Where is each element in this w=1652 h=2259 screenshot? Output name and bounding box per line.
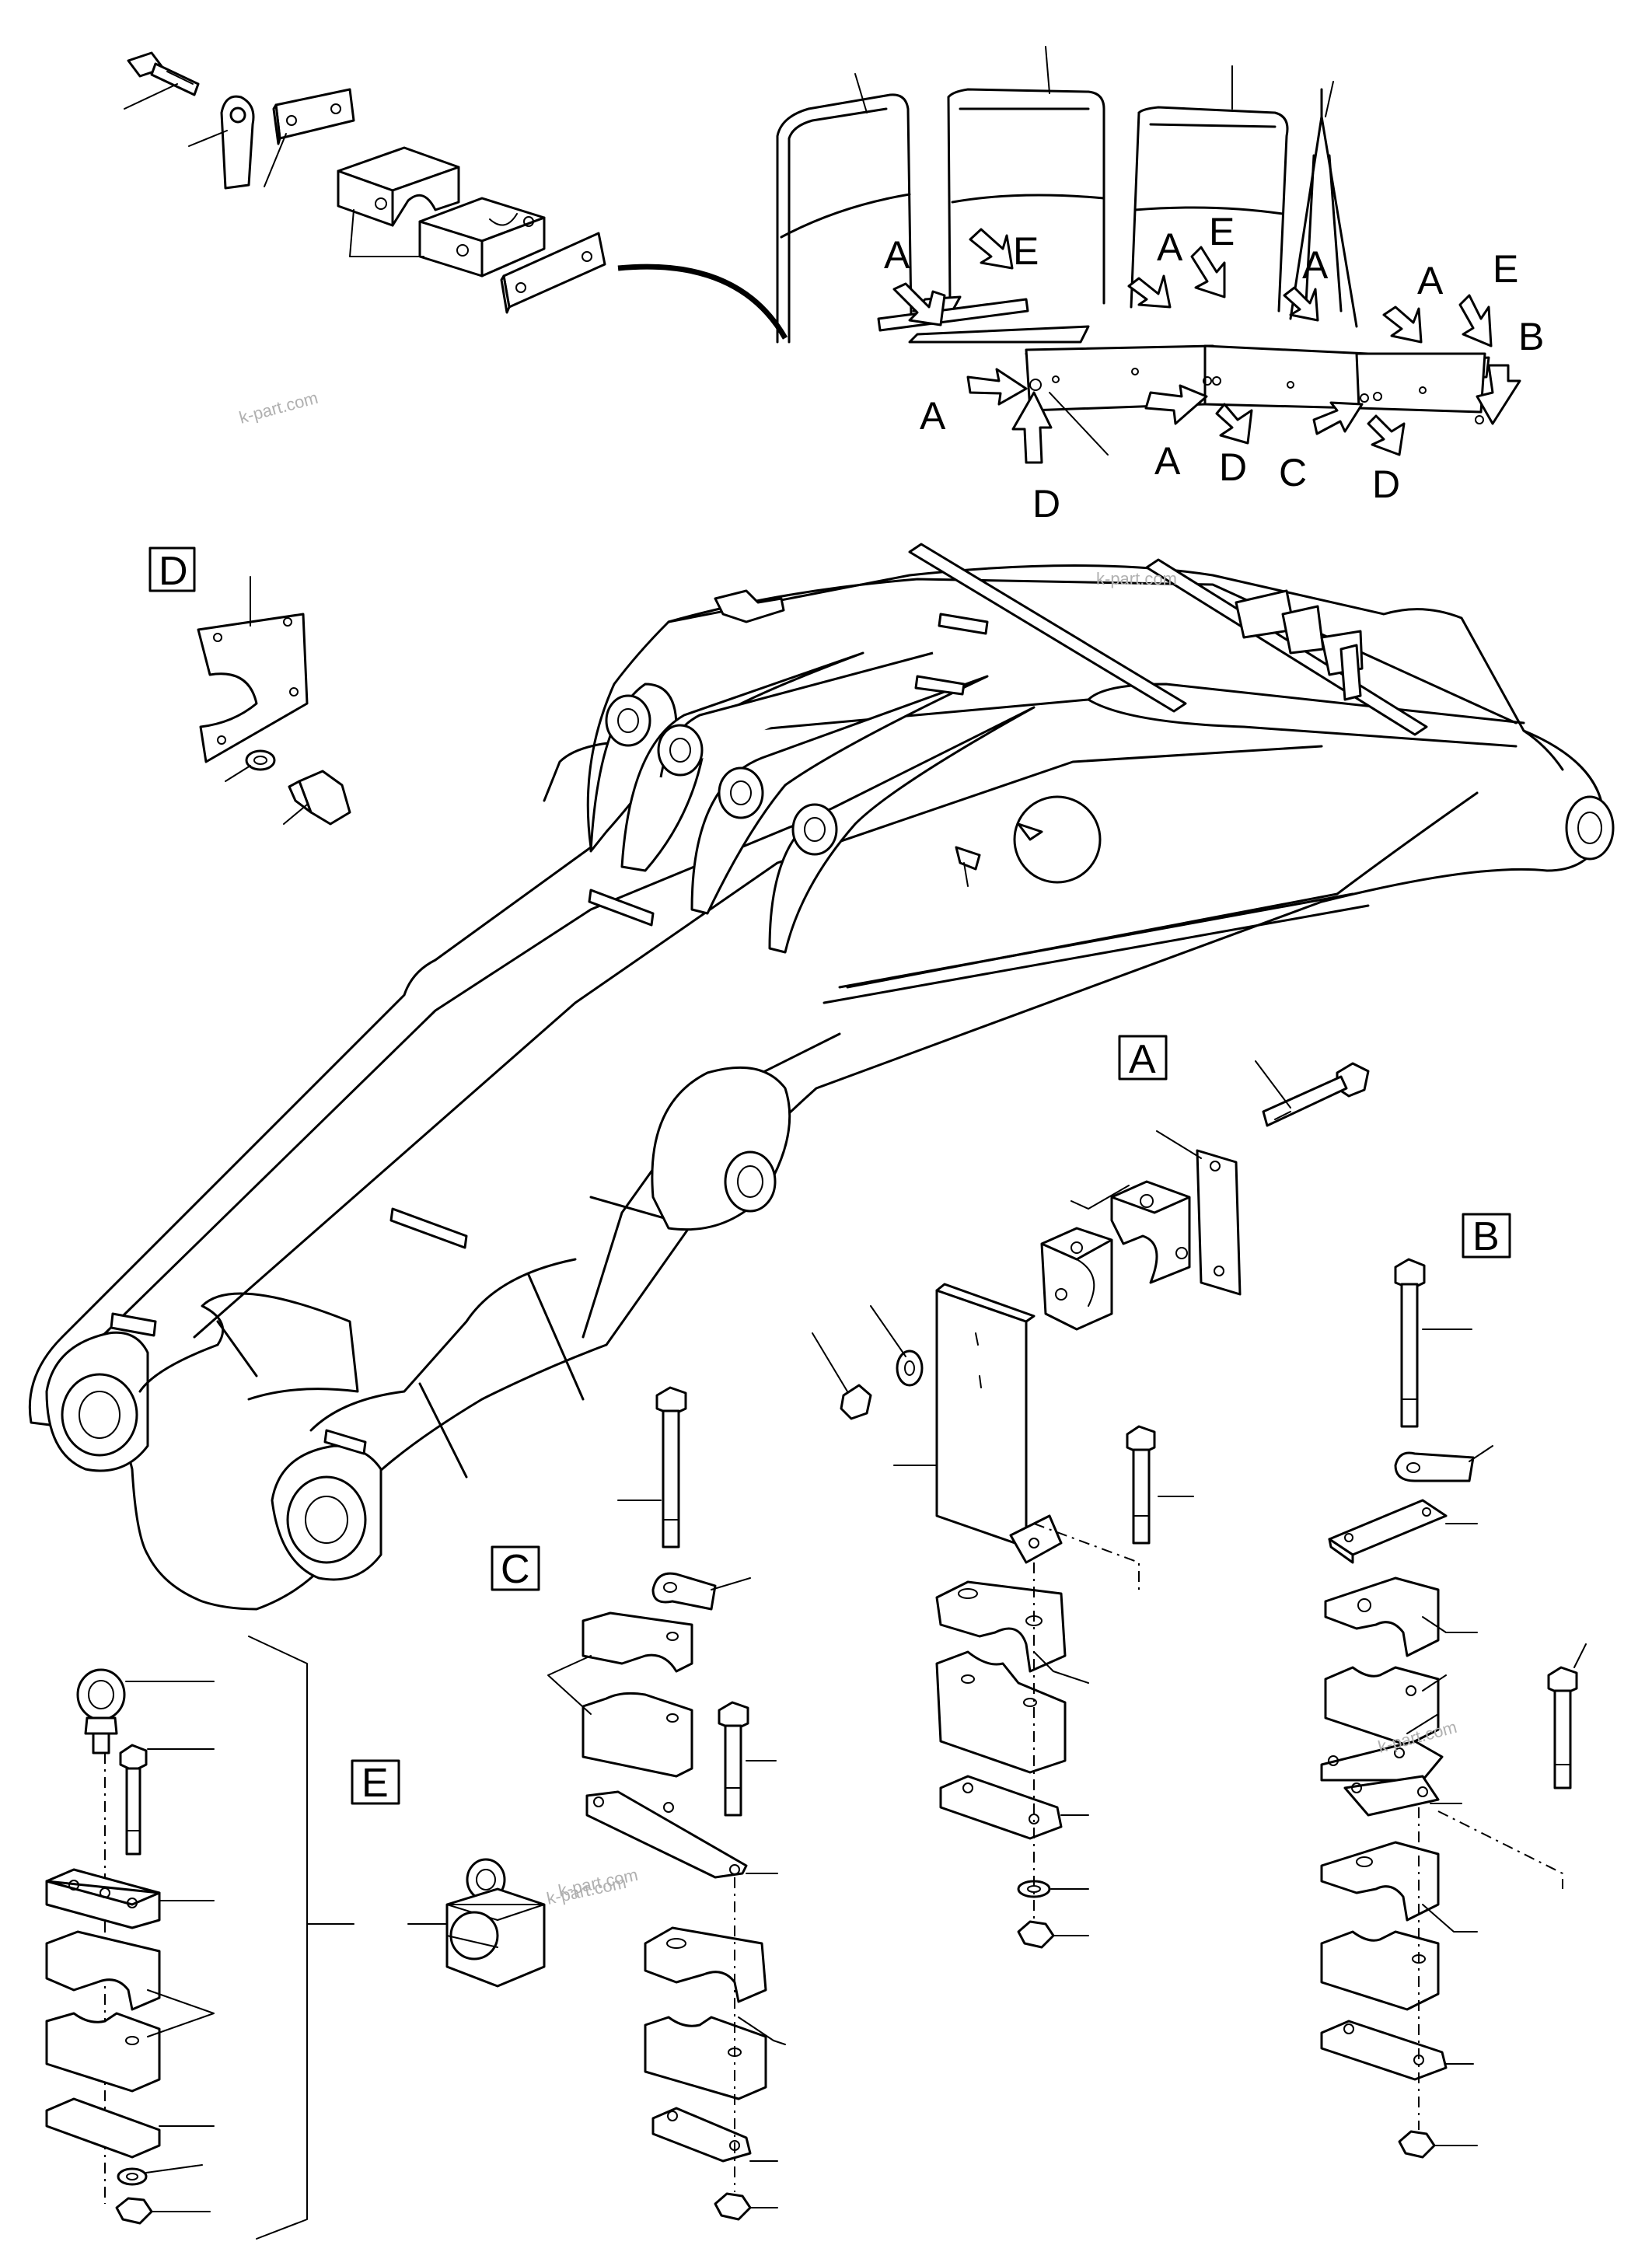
flat-plate-icon bbox=[264, 88, 355, 187]
bolt-icon bbox=[119, 1744, 215, 1856]
detail-e: E bbox=[45, 1636, 640, 2240]
eye-bolt-icon bbox=[76, 1668, 215, 1754]
detail-e-box bbox=[351, 1759, 400, 1805]
detail-e-label: E bbox=[361, 1761, 389, 1806]
washer-icon bbox=[896, 1349, 924, 1387]
watermark: k-part.com bbox=[237, 388, 320, 428]
detail-c-box bbox=[491, 1545, 540, 1591]
callout-a: A bbox=[1417, 259, 1444, 302]
callout-d: D bbox=[1032, 482, 1060, 525]
bolt-icon bbox=[1255, 1060, 1370, 1127]
callout-e: E bbox=[1013, 229, 1039, 273]
tab-washer-icon bbox=[651, 1572, 751, 1611]
detail-b-label: B bbox=[1472, 1214, 1500, 1259]
detail-d: D bbox=[148, 546, 351, 826]
nut-icon bbox=[115, 2197, 153, 2225]
detail-a-label: A bbox=[1129, 1037, 1156, 1082]
bottom-plate-icon bbox=[500, 232, 606, 314]
callout-e: E bbox=[1209, 210, 1235, 253]
bolt-icon bbox=[1126, 1425, 1194, 1545]
detail-b-box bbox=[1462, 1213, 1511, 1259]
callout-a: A bbox=[1302, 243, 1329, 287]
bolt-icon bbox=[617, 1386, 687, 1548]
detail-d-box bbox=[148, 546, 196, 592]
bolt-icon bbox=[1547, 1643, 1587, 1789]
nut-icon bbox=[714, 2192, 752, 2221]
washer-icon bbox=[117, 2167, 148, 2186]
handrail-overview: A E A E A A E B A A D C D D k-part.com bbox=[237, 46, 1544, 525]
tab-washer-icon bbox=[1394, 1445, 1493, 1482]
round-cover-icon bbox=[1013, 795, 1102, 884]
callout-e: E bbox=[1493, 247, 1518, 291]
assembled-clamp-icon bbox=[407, 1858, 546, 1988]
boom-cylinder-pin-icon bbox=[724, 1150, 777, 1213]
top-clamp-kit bbox=[124, 51, 788, 340]
detail-b: B bbox=[1320, 1213, 1587, 2159]
callout-d: D bbox=[1372, 463, 1400, 506]
nut-icon bbox=[1398, 2130, 1436, 2159]
callout-a: A bbox=[1154, 439, 1181, 483]
watermark: k-part.com bbox=[1096, 569, 1177, 588]
callout-a: A bbox=[920, 394, 946, 438]
detail-c-label: C bbox=[501, 1547, 530, 1592]
fork-pin-left-icon bbox=[61, 1373, 138, 1457]
callout-a: A bbox=[1157, 225, 1183, 269]
tab-washer-icon bbox=[188, 95, 255, 190]
hose-curve bbox=[617, 264, 788, 340]
bolt-icon bbox=[124, 51, 200, 110]
callout-d: D bbox=[1219, 445, 1247, 489]
pivot-pin-icon bbox=[1565, 795, 1615, 861]
detail-a-box bbox=[1118, 1035, 1168, 1081]
nut-icon bbox=[840, 1384, 872, 1420]
bolt-icon bbox=[718, 1701, 777, 1817]
main-boom: k-part.com bbox=[28, 543, 1615, 1611]
fork-pin-right-icon bbox=[286, 1475, 367, 1564]
bolt-icon bbox=[1394, 1258, 1472, 1428]
callout-a: A bbox=[884, 233, 910, 277]
detail-c: C bbox=[491, 1386, 786, 2221]
nut-icon bbox=[1017, 1920, 1055, 1949]
clamp-half-lower-icon bbox=[349, 197, 546, 278]
clamp-half-upper-icon bbox=[337, 146, 460, 227]
callout-b: B bbox=[1518, 315, 1544, 358]
detail-d-label: D bbox=[159, 549, 188, 594]
callout-c: C bbox=[1279, 451, 1307, 494]
detail-a: A bbox=[812, 1035, 1370, 1949]
callout-arrows bbox=[892, 228, 1521, 464]
